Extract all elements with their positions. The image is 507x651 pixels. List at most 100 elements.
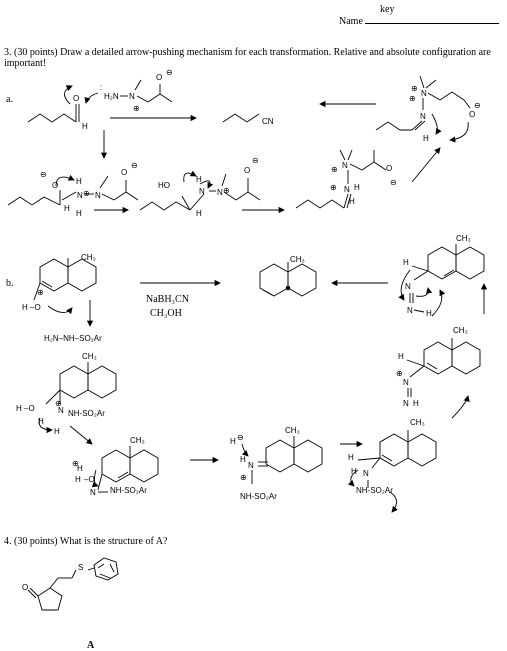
- svg-text:O: O: [244, 166, 250, 175]
- structure-a-sulfur: S: [78, 563, 84, 572]
- question-4-prompt: 4. (30 points) What is the structure of …: [4, 536, 167, 547]
- svg-text:H: H: [413, 399, 419, 408]
- svg-text:N: N: [248, 461, 254, 470]
- reagent-1: NaBH₃CN: [146, 294, 189, 305]
- svg-text:N: N: [363, 469, 369, 478]
- svg-text:H: H: [348, 453, 354, 462]
- part-b-label: b.: [6, 278, 14, 289]
- diazene-intermediate-structure: H N N H: [398, 244, 485, 318]
- svg-text:H: H: [82, 122, 88, 131]
- methyl-label-carbinolamine: CH₃: [82, 352, 97, 361]
- name-label: Name: [339, 14, 500, 27]
- svg-text:O: O: [121, 168, 127, 177]
- svg-text:H: H: [426, 309, 432, 318]
- svg-text:⊕: ⊕: [72, 459, 79, 468]
- sulfonyl-hydrazide-label-3: NH-SO₂Ar: [240, 492, 277, 501]
- hydrazine-reagent-label: H₂N–NH–SO₂Ar: [44, 334, 102, 343]
- sulfonyl-hydrazide-label-2: NH-SO₂Ar: [110, 486, 147, 495]
- svg-text:H: H: [354, 183, 360, 192]
- svg-text:H: H: [22, 303, 28, 312]
- sulfonyl-hydrazide-label-4: NH-SO₂Ar: [356, 486, 393, 495]
- hydrazine-reagent-structure: H₂N N ⊕ O ⊖ :: [84, 68, 173, 113]
- svg-text:H: H: [398, 352, 404, 361]
- svg-text:⊕: ⊕: [330, 183, 337, 192]
- methyl-label-sulfonylhydrazine: CH₃: [410, 418, 425, 427]
- methyl-label-product: CH₃: [290, 255, 305, 264]
- svg-text:H: H: [16, 404, 22, 413]
- svg-text:H: H: [76, 177, 82, 186]
- svg-text:⊕: ⊕: [240, 473, 247, 482]
- svg-text:H: H: [38, 417, 44, 426]
- svg-text:⊕: ⊕: [133, 104, 140, 113]
- svg-text:⊕: ⊕: [409, 94, 416, 103]
- svg-text:–O: –O: [84, 475, 95, 484]
- name-label-text: Name: [339, 16, 363, 27]
- svg-text:H: H: [64, 204, 70, 213]
- svg-text:N: N: [217, 188, 223, 197]
- svg-text:H: H: [403, 258, 409, 267]
- svg-text:O: O: [73, 94, 79, 103]
- svg-text:⊖: ⊖: [40, 170, 47, 179]
- tetrahedral-intermediate-structure: O ⊖ H H N ⊕ H N O ⊖: [7, 161, 139, 218]
- name-blank-line[interactable]: [365, 14, 500, 24]
- svg-text:N: N: [342, 161, 348, 170]
- svg-text:N: N: [199, 187, 205, 196]
- svg-text:H: H: [349, 197, 355, 206]
- step-arrow-b-4: [451, 395, 470, 419]
- svg-text:⊖: ⊖: [390, 178, 397, 187]
- carbinolamine-structure: HO H N H N ⊕ O ⊖: [139, 156, 261, 218]
- methyl-label-hydrazonium: CH₃: [285, 426, 300, 435]
- hydrazonium-structure: N H H ⊖ ⊕: [230, 433, 323, 484]
- svg-text:⊕: ⊕: [223, 186, 230, 195]
- svg-text:H: H: [75, 475, 81, 484]
- svg-text:⊖: ⊖: [237, 433, 244, 442]
- step-arrow-a-3: [411, 147, 441, 183]
- svg-text:N: N: [421, 89, 427, 98]
- svg-text:H: H: [76, 209, 82, 218]
- methyl-label-protonated: CH₃: [130, 436, 145, 445]
- reagent-2: CH₃OH: [150, 308, 182, 319]
- svg-text:N: N: [90, 488, 96, 497]
- sulfonyl-hydrazide-label-1: NH-SO₂Ar: [68, 409, 105, 418]
- protonated-b-structure: H H –O ⊕ N: [72, 446, 159, 497]
- svg-text:⊖: ⊖: [252, 156, 259, 165]
- svg-text:⊖: ⊖: [166, 68, 173, 77]
- svg-text:⊖: ⊖: [474, 101, 481, 110]
- butanal-structure: O H: [27, 85, 88, 131]
- svg-text:H: H: [54, 427, 60, 436]
- svg-text::: :: [100, 83, 102, 92]
- structure-a-drawing: [27, 557, 119, 611]
- svg-text:H: H: [230, 437, 236, 446]
- iminium-zwitterion-top-right: N ⊕ ⊕ O ⊖ N H: [375, 75, 481, 143]
- octalin-product-structure: [259, 262, 317, 297]
- svg-text:N: N: [405, 282, 411, 291]
- svg-text:O: O: [156, 73, 162, 82]
- structure-a-label: A: [87, 640, 95, 651]
- svg-text:H: H: [351, 467, 357, 476]
- svg-text:O: O: [386, 164, 392, 173]
- svg-text:H: H: [196, 175, 202, 184]
- svg-text:N: N: [58, 406, 64, 415]
- question-4-prompt-text: 4. (30 points) What is the structure of …: [4, 536, 168, 547]
- svg-text:⊖: ⊖: [131, 161, 138, 170]
- svg-text:H: H: [240, 455, 246, 464]
- svg-text:O: O: [469, 110, 475, 119]
- methyl-label-start: CH₃: [81, 253, 96, 262]
- svg-text:⊕: ⊕: [411, 84, 418, 93]
- svg-text:⊕: ⊕: [55, 399, 62, 408]
- svg-text:N: N: [95, 191, 101, 200]
- svg-text:N: N: [403, 399, 409, 408]
- nitrile-label: CN: [262, 117, 274, 126]
- svg-text:H: H: [196, 209, 202, 218]
- svg-text:N: N: [77, 191, 83, 200]
- svg-text:H: H: [77, 464, 83, 473]
- methyl-label-diazene: CH₃: [456, 234, 471, 243]
- sulfonylhydrazine-intermediate-structure: H N H: [347, 430, 437, 513]
- part-a-label: a.: [6, 94, 13, 105]
- nitrile-product-structure: [222, 113, 260, 123]
- svg-text:H₂N: H₂N: [104, 92, 119, 101]
- svg-text:–O: –O: [30, 303, 41, 312]
- svg-text:O: O: [52, 181, 58, 190]
- svg-text:HO: HO: [158, 181, 170, 190]
